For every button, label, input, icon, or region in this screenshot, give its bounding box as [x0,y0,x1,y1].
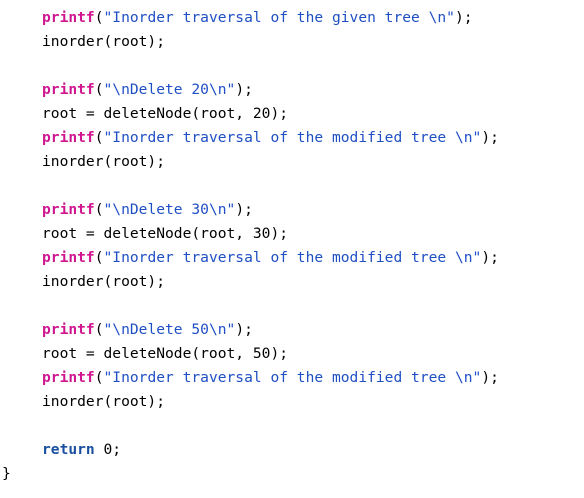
code-line: inorder(root); [42,390,165,414]
code-token-plain: ( [94,201,104,218]
code-token-str: "Inorder traversal of the modified tree … [103,129,482,146]
code-line: inorder(root); [42,150,165,174]
code-token-fn: printf [42,81,95,98]
code-token-plain: ); [235,81,253,98]
code-line: inorder(root); [42,270,165,294]
code-token-plain: ); [235,321,253,338]
closing-brace: } [2,465,11,482]
code-token-plain: root = deleteNode(root, 20); [42,105,289,122]
code-line: printf("Inorder traversal of the modifie… [42,366,499,390]
code-token-plain: inorder(root); [42,33,166,50]
code-line: printf("\nDelete 20\n"); [42,78,253,102]
code-token-plain: ( [94,81,104,98]
code-line: inorder(root); [42,30,165,54]
code-token-fn: printf [42,9,95,26]
code-token-plain: root = deleteNode(root, 30); [42,225,289,242]
code-token-fn: printf [42,129,95,146]
code-line: printf("Inorder traversal of the modifie… [42,246,499,270]
code-token-plain: ( [94,129,104,146]
code-token-str: "\nDelete 30\n" [103,201,236,218]
code-token-plain: ); [235,201,253,218]
code-token-plain: ); [481,249,499,266]
code-token-plain: ); [481,129,499,146]
code-token-str: "\nDelete 50\n" [103,321,236,338]
code-line: printf("Inorder traversal of the given t… [42,6,473,30]
code-token-fn: printf [42,249,95,266]
code-token-str: "Inorder traversal of the given tree \n" [103,9,455,26]
code-token-str: "Inorder traversal of the modified tree … [103,249,482,266]
code-token-plain: ); [481,369,499,386]
code-token-plain: root = deleteNode(root, 50); [42,345,289,362]
code-line: root = deleteNode(root, 20); [42,102,288,126]
code-token-plain: ( [94,9,104,26]
code-token-fn: printf [42,321,95,338]
code-line: root = deleteNode(root, 30); [42,222,288,246]
code-token-str: "Inorder traversal of the modified tree … [103,369,482,386]
code-token-str: "\nDelete 20\n" [103,81,236,98]
code-token-plain: inorder(root); [42,273,166,290]
code-token-fn: printf [42,369,95,386]
code-line: printf("\nDelete 30\n"); [42,198,253,222]
code-line: return 0; [42,438,121,462]
code-token-plain: inorder(root); [42,393,166,410]
code-token-plain: inorder(root); [42,153,166,170]
code-line: printf("Inorder traversal of the modifie… [42,126,499,150]
code-token-kw: return [42,441,95,458]
code-token-plain: ( [94,321,104,338]
code-token-plain: ( [94,249,104,266]
code-token-plain: ); [454,9,473,26]
code-token-plain: ( [94,369,104,386]
code-token-fn: printf [42,201,95,218]
code-token-plain: 0; [94,441,122,458]
code-line: printf("\nDelete 50\n"); [42,318,253,342]
code-line: root = deleteNode(root, 50); [42,342,288,366]
